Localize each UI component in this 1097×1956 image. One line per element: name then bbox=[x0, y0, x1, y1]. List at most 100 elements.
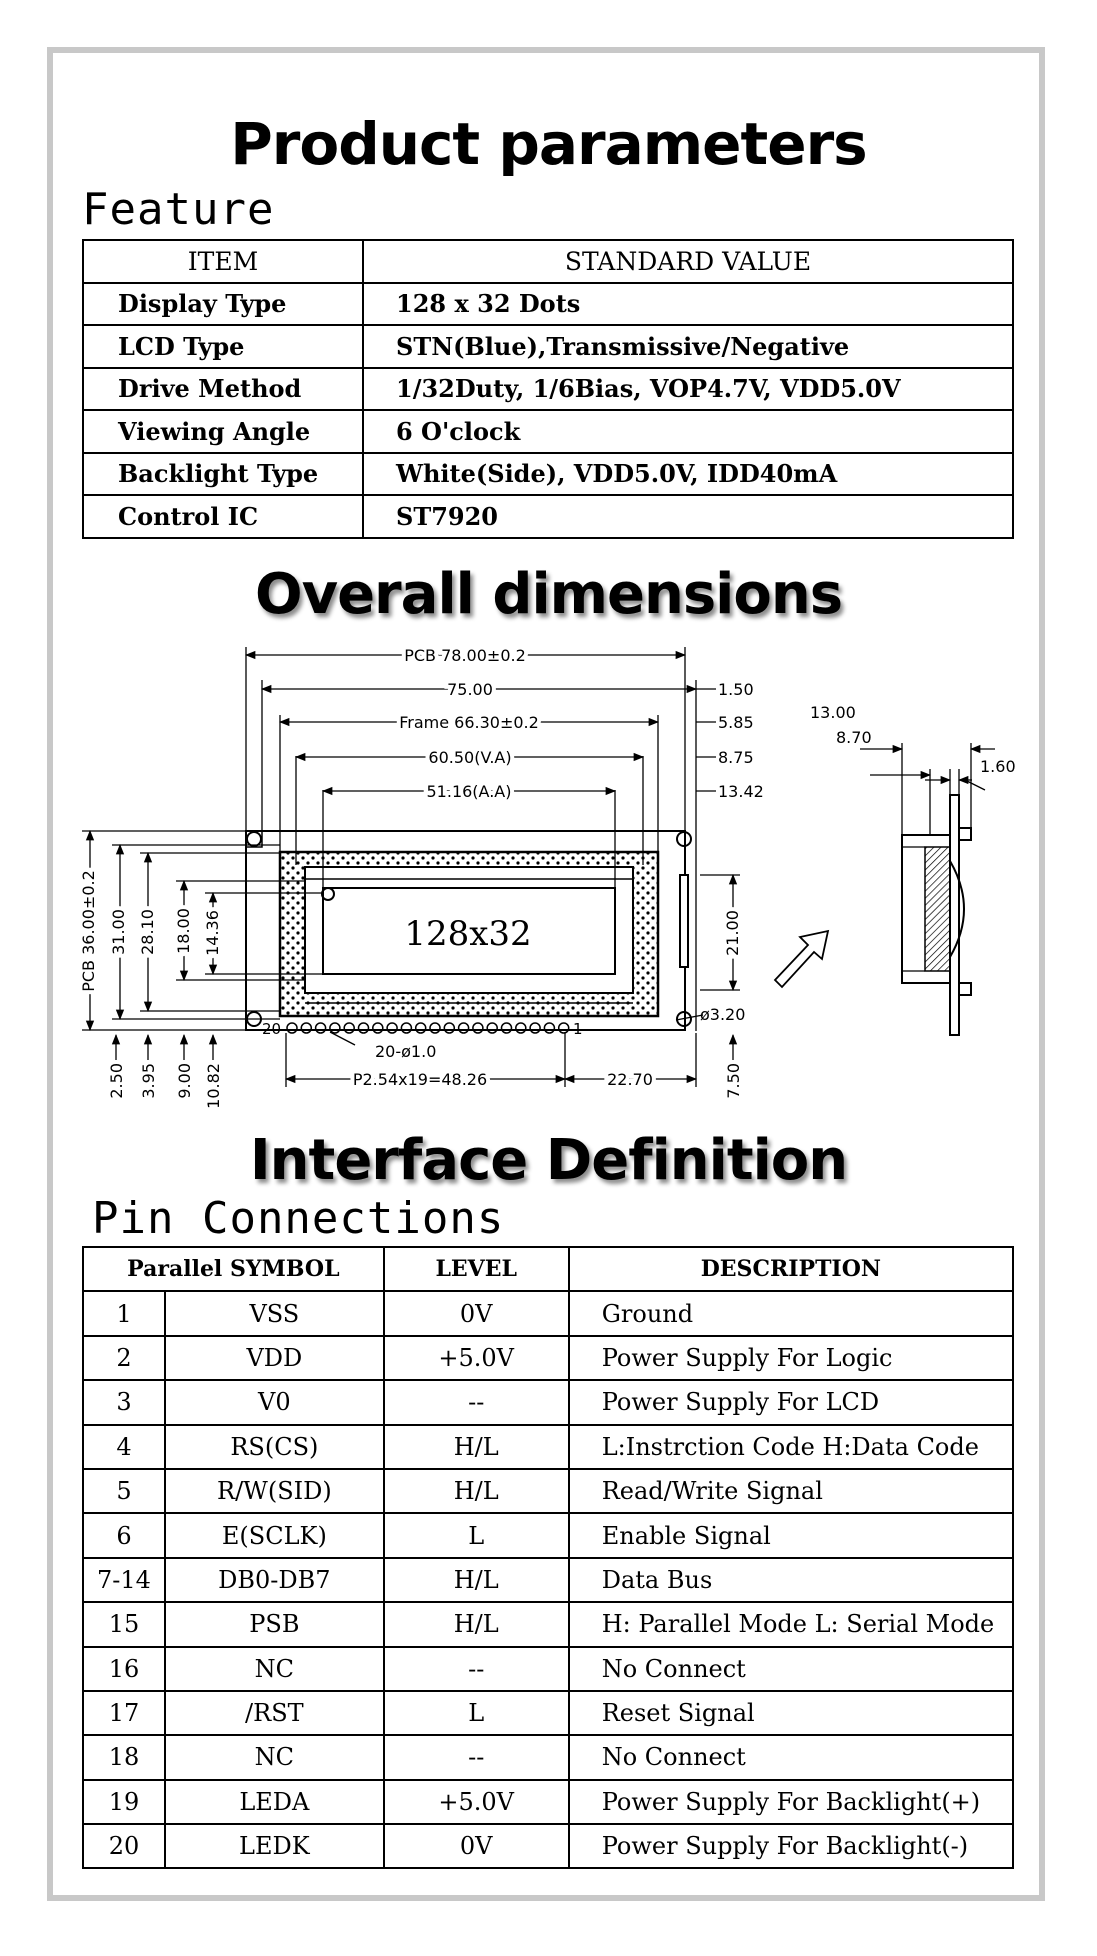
pin-pad bbox=[400, 1022, 413, 1034]
pin-number: 19 bbox=[82, 1778, 166, 1826]
pin-pad bbox=[515, 1022, 527, 1034]
mounting-hole bbox=[676, 831, 692, 847]
pin-pad bbox=[443, 1022, 456, 1034]
pin-number: 1 bbox=[82, 1290, 166, 1337]
dim-h-31: 31.00 bbox=[109, 909, 128, 955]
pin-level: 0V bbox=[382, 1290, 570, 1337]
viewing-area bbox=[322, 887, 616, 975]
pin-pad bbox=[472, 1022, 484, 1034]
pin-description: No Connect bbox=[567, 1645, 1015, 1692]
pin-pad bbox=[329, 1022, 341, 1034]
pin-connections-subtitle: Pin Connections bbox=[92, 1193, 505, 1244]
overall-dimensions-title: Overall dimensions bbox=[254, 562, 843, 627]
pin-level: H/L bbox=[382, 1467, 570, 1515]
pin-symbol: LEDA bbox=[164, 1778, 385, 1826]
pin-number: 15 bbox=[82, 1601, 166, 1648]
feature-value: STN(Blue),Transmissive/Negative bbox=[362, 324, 1014, 369]
dim-h-1436: 14.36 bbox=[203, 910, 222, 956]
feature-item: LCD Type bbox=[82, 324, 364, 369]
feature-value: 128 x 32 Dots bbox=[362, 281, 1014, 326]
pin-pad bbox=[286, 1022, 298, 1034]
feature-header-value: STANDARD VALUE bbox=[362, 239, 1014, 284]
feature-header-item: ITEM bbox=[82, 239, 364, 284]
pcb-outline bbox=[245, 830, 686, 1031]
pin-number: 2 bbox=[82, 1334, 166, 1382]
pin-description: Enable Signal bbox=[567, 1512, 1015, 1559]
feature-item: Control IC bbox=[82, 494, 364, 539]
dim-2270: 22.70 bbox=[607, 1070, 653, 1089]
pin-symbol: NC bbox=[164, 1645, 385, 1692]
pin-symbol: VSS bbox=[164, 1290, 385, 1337]
dim-b-250: 2.50 bbox=[107, 1063, 126, 1099]
pin-pad bbox=[357, 1022, 370, 1034]
dim-r-585: 5.85 bbox=[718, 713, 754, 732]
feature-value: 1/32Duty, 1/6Bias, VOP4.7V, VDD5.0V bbox=[362, 366, 1014, 411]
pin-pad bbox=[486, 1022, 498, 1034]
pin-level: H/L bbox=[382, 1601, 570, 1648]
dim-750: 7.50 bbox=[724, 1063, 743, 1099]
display-resolution-label: 128x32 bbox=[404, 914, 531, 954]
pin-description: Read/Write Signal bbox=[567, 1467, 1015, 1515]
pin-description: H: Parallel Mode L: Serial Mode bbox=[567, 1601, 1015, 1648]
pin-pad bbox=[500, 1022, 513, 1034]
pin-description: Power Supply For Logic bbox=[567, 1334, 1015, 1382]
mounting-hole bbox=[676, 1011, 692, 1027]
pin-header-level: LEVEL bbox=[382, 1245, 570, 1293]
dim-va: 60.50(V.A) bbox=[428, 748, 511, 767]
pin-level: +5.0V bbox=[382, 1334, 570, 1382]
dimension-drawing: 128x32 20 1 bbox=[75, 642, 1016, 1109]
pin-pad bbox=[529, 1022, 541, 1034]
pin-level: L bbox=[382, 1512, 570, 1559]
pin-pad bbox=[386, 1022, 398, 1034]
pin-level: H/L bbox=[382, 1423, 570, 1470]
feature-item: Viewing Angle bbox=[82, 409, 364, 454]
feature-item: Drive Method bbox=[82, 366, 364, 411]
pin-description: No Connect bbox=[567, 1734, 1015, 1781]
pin-description: Ground bbox=[567, 1290, 1015, 1337]
pin-pad bbox=[414, 1022, 427, 1034]
pin-number: 16 bbox=[82, 1645, 166, 1692]
pin-symbol: E(SCLK) bbox=[164, 1512, 385, 1559]
pin-20-label: 20 bbox=[262, 1020, 281, 1038]
pin-level: +5.0V bbox=[382, 1778, 570, 1826]
pin-symbol: LEDK bbox=[164, 1823, 385, 1870]
pin-level: L bbox=[382, 1689, 570, 1737]
pin-pad bbox=[429, 1022, 441, 1034]
pin-description: Power Supply For Backlight(-) bbox=[567, 1823, 1015, 1870]
product-parameters-title: Product parameters bbox=[230, 110, 867, 178]
dim-h-18: 18.00 bbox=[174, 908, 193, 954]
pin-symbol: DB0-DB7 bbox=[164, 1556, 385, 1604]
pin-symbol: RS(CS) bbox=[164, 1423, 385, 1470]
pin-symbol: PSB bbox=[164, 1601, 385, 1648]
feature-table-header: ITEM STANDARD VALUE bbox=[82, 239, 1014, 284]
feature-value: White(Side), VDD5.0V, IDD40mA bbox=[362, 451, 1014, 496]
pin-pad bbox=[343, 1022, 355, 1034]
feature-item: Display Type bbox=[82, 281, 364, 326]
pin-level: 0V bbox=[382, 1823, 570, 1870]
dim-pin-holes: 20-ø1.0 bbox=[375, 1042, 436, 1061]
pin-number: 18 bbox=[82, 1734, 166, 1781]
dim-frame: Frame 66.30±0.2 bbox=[399, 713, 539, 732]
pin-pad bbox=[300, 1022, 313, 1034]
dim-r-1342: 13.42 bbox=[718, 782, 764, 801]
dim-r-150: 1.50 bbox=[718, 680, 754, 699]
pin-level: -- bbox=[382, 1645, 570, 1692]
pin-description: Power Supply For Backlight(+) bbox=[567, 1778, 1015, 1826]
dim-h-281: 28.10 bbox=[138, 909, 157, 955]
pin-pad bbox=[557, 1022, 570, 1034]
dim-s-870: 8.70 bbox=[836, 728, 872, 747]
